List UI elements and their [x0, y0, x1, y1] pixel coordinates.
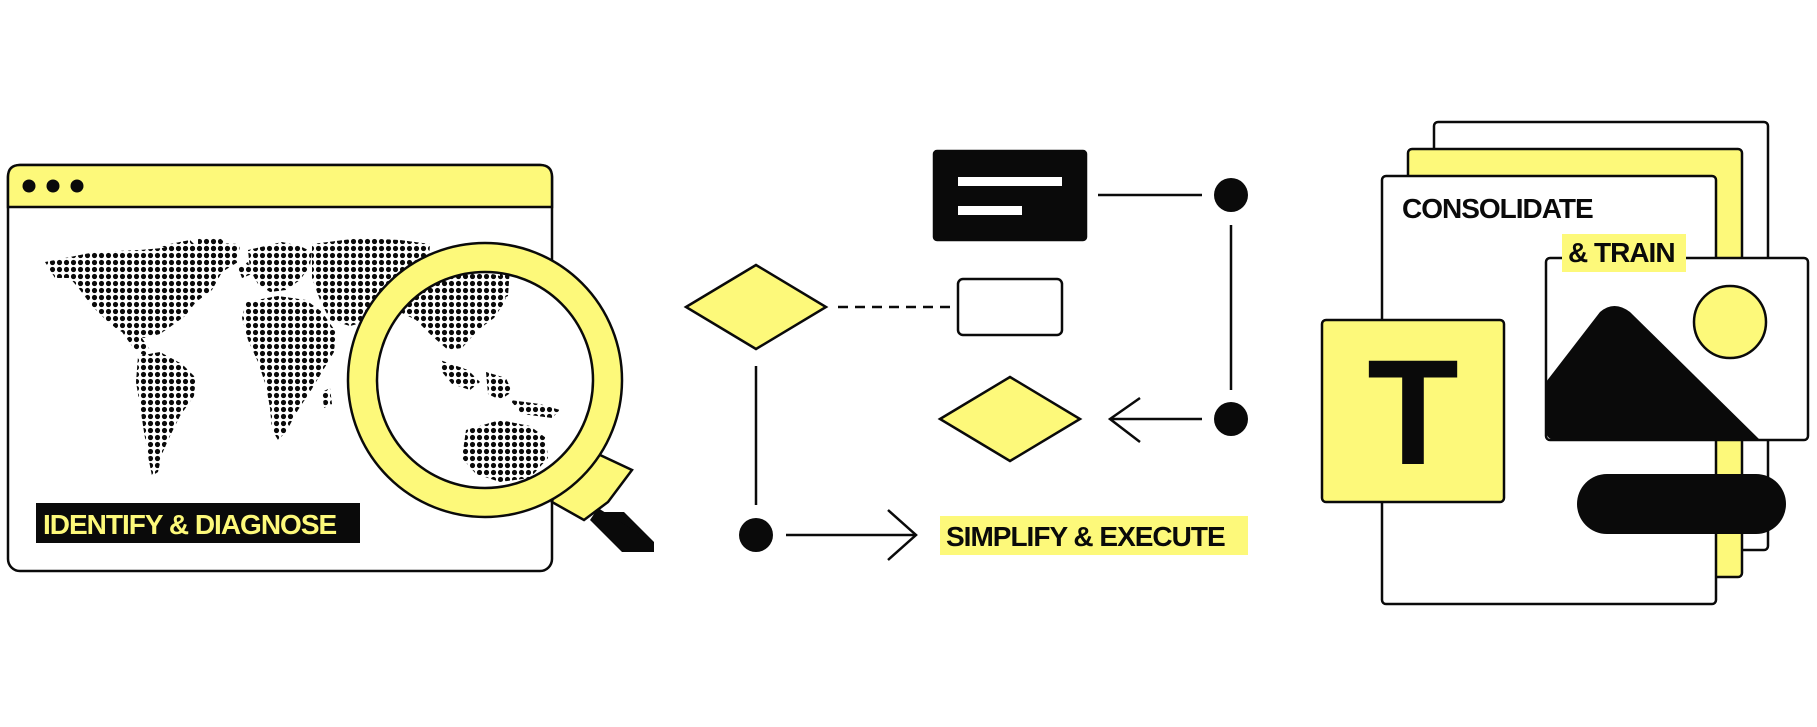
- arrow-right-icon: [887, 509, 918, 561]
- magnifying-glass-icon: [346, 241, 654, 552]
- simplify-execute-panel: [683, 149, 1248, 561]
- pill-bar-icon: [1577, 474, 1786, 534]
- consolidate-label-text: CONSOLIDATE: [1402, 193, 1593, 224]
- identify-label-text: IDENTIFY & DIAGNOSE: [43, 509, 337, 540]
- sun-icon: [1692, 284, 1768, 360]
- image-card-icon: [1544, 256, 1810, 442]
- browser-title-bar: [6, 163, 554, 209]
- letter-tile-icon: [1320, 318, 1506, 504]
- circle-node-icon: [739, 518, 773, 552]
- text-card-icon: [932, 149, 1088, 242]
- text-line-icon: [958, 177, 1062, 186]
- text-line-icon: [958, 206, 1022, 215]
- circle-node-icon: [1214, 178, 1248, 212]
- identify-label: IDENTIFY & DIAGNOSE: [36, 503, 360, 543]
- train-label: & TRAIN: [1562, 234, 1686, 272]
- empty-card-icon: [956, 277, 1064, 337]
- simplify-label: SIMPLIFY & EXECUTE: [940, 516, 1248, 555]
- window-dot-icon: [46, 179, 60, 193]
- window-dot-icon: [22, 179, 36, 193]
- decision-diamond-top-icon: [683, 263, 829, 351]
- arrow-left-icon: [1107, 396, 1141, 443]
- identify-diagnose-panel: IDENTIFY & DIAGNOSE: [6, 163, 654, 573]
- letter-tile-glyph: T: [1367, 328, 1459, 496]
- circle-node-icon: [1214, 402, 1248, 436]
- simplify-label-text: SIMPLIFY & EXECUTE: [946, 521, 1225, 552]
- decision-diamond-bottom-icon: [937, 375, 1083, 463]
- window-dot-icon: [70, 179, 84, 193]
- train-label-text: & TRAIN: [1568, 237, 1675, 268]
- mountain-icon: [1546, 306, 1760, 440]
